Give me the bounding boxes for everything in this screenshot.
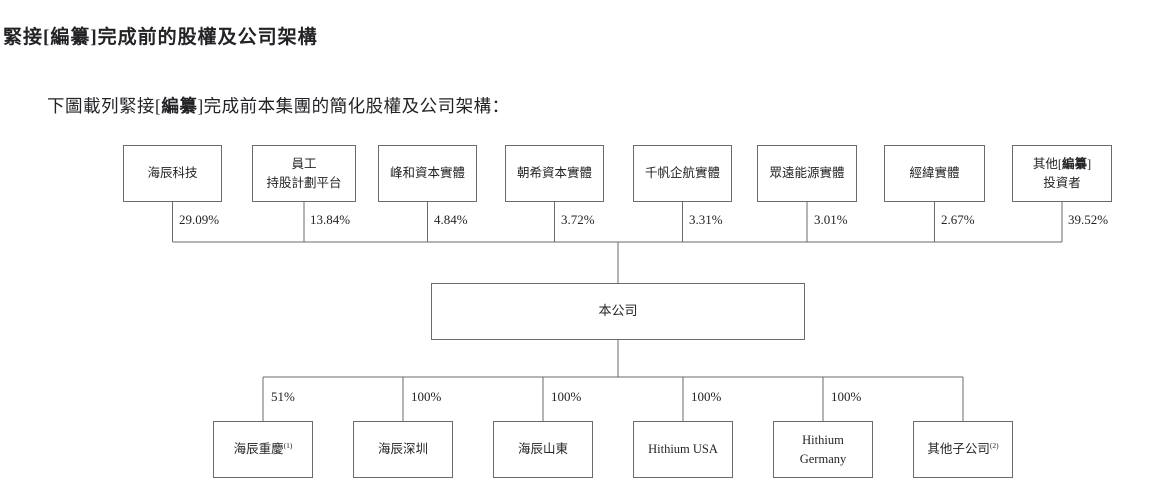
shareholder-name: 朝希資本實體	[516, 166, 592, 181]
shareholder-box: 其他[編纂] 投資者	[1012, 145, 1112, 202]
shareholder-box: 海辰科技	[123, 145, 222, 202]
shareholder-name: 其他[編纂]	[1033, 155, 1091, 173]
subsidiary-name-text: 其他子公司	[927, 442, 990, 457]
subsidiary-box: 海辰深圳	[353, 421, 453, 478]
shareholder-box: 經緯實體	[884, 145, 985, 202]
company-box: 本公司	[431, 283, 805, 340]
ownership-percentage: 2.67%	[941, 212, 975, 227]
subsidiary-box: Hithium USA	[633, 421, 733, 478]
ownership-percentage: 100%	[411, 389, 442, 404]
intro-text: 下圖載列緊接[編纂]完成前本集團的簡化股權及公司架構：	[47, 93, 510, 118]
ownership-percentage: 39.52%	[1068, 212, 1109, 227]
company-name: 本公司	[598, 303, 638, 319]
ownership-percentage: 100%	[691, 389, 722, 404]
ownership-percentage: 51%	[271, 389, 295, 404]
subsidiary-name: 海辰重慶(1)	[234, 440, 293, 458]
shareholder-name: 海辰科技	[147, 166, 198, 181]
subsidiary-box: Hithium Germany	[773, 421, 873, 478]
subsidiary-name: Hithium Germany	[799, 433, 847, 466]
ownership-percentage: 3.31%	[689, 212, 723, 227]
shareholder-box: 員工 持股計劃平台	[252, 145, 356, 202]
shareholder-name-line2: 投資者	[1043, 175, 1081, 190]
shareholder-box: 峰和資本實體	[378, 145, 477, 202]
ownership-percentage: 29.09%	[179, 212, 220, 227]
footnote-marker: (1)	[283, 441, 293, 451]
subsidiary-name: 其他子公司(2)	[927, 440, 998, 458]
subsidiary-name: Hithium USA	[648, 442, 718, 457]
ownership-percentage: 4.84%	[434, 212, 468, 227]
subsidiary-name: 海辰山東	[517, 442, 568, 457]
ownership-percentage: 3.01%	[814, 212, 848, 227]
subsidiary-name-text: 海辰重慶	[233, 442, 284, 457]
intro-pre: 下圖載列緊接[	[47, 96, 162, 116]
shareholder-box: 千帆企航實體	[633, 145, 732, 202]
ownership-percentage: 3.72%	[561, 212, 595, 227]
shareholder-name: 峰和資本實體	[389, 166, 465, 181]
shareholder-box: 眾遠能源實體	[757, 145, 857, 202]
subsidiary-box: 海辰重慶(1)	[213, 421, 313, 478]
name-pre: 其他[	[1032, 157, 1062, 172]
subsidiary-name: 海辰深圳	[377, 442, 428, 457]
intro-redacted: 編纂	[161, 96, 198, 116]
ownership-percentage: 100%	[831, 389, 862, 404]
intro-post: ]完成前本集團的簡化股權及公司架構：	[197, 96, 510, 116]
ownership-percentage: 100%	[551, 389, 582, 404]
name-redacted: 編纂	[1061, 157, 1087, 172]
subsidiary-box: 海辰山東	[493, 421, 593, 478]
shareholder-name: 員工 持股計劃平台	[266, 157, 342, 190]
shareholder-name: 千帆企航實體	[644, 166, 720, 181]
page-title: 緊接[編纂]完成前的股權及公司架構	[3, 27, 318, 48]
shareholder-name: 經緯實體	[909, 166, 960, 181]
shareholder-box: 朝希資本實體	[505, 145, 604, 202]
shareholder-name: 眾遠能源實體	[769, 166, 845, 181]
name-post: ]	[1087, 157, 1092, 172]
footnote-marker: (2)	[989, 441, 999, 451]
subsidiary-box: 其他子公司(2)	[913, 421, 1013, 478]
ownership-percentage: 13.84%	[310, 212, 351, 227]
